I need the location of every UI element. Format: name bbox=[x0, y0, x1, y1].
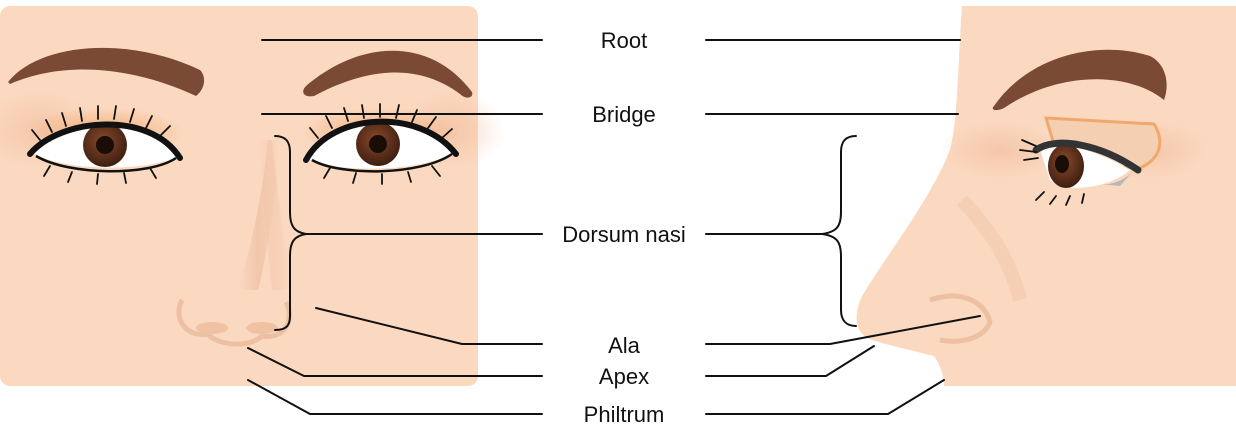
dorsum-nasi-label: Dorsum nasi bbox=[562, 222, 685, 247]
root-label: Root bbox=[601, 28, 647, 53]
apex-label: Apex bbox=[599, 364, 649, 389]
philtrum-label: Philtrum bbox=[584, 402, 665, 427]
dorsum-bracket-right bbox=[822, 136, 856, 326]
front-left-nostril bbox=[196, 322, 228, 334]
philtrum-leader-right bbox=[706, 380, 944, 414]
bridge-label: Bridge bbox=[592, 102, 656, 127]
front-right-nostril bbox=[246, 322, 278, 334]
front-face-view bbox=[0, 6, 505, 386]
ala-label: Ala bbox=[608, 333, 641, 358]
apex-leader-right bbox=[706, 346, 874, 376]
